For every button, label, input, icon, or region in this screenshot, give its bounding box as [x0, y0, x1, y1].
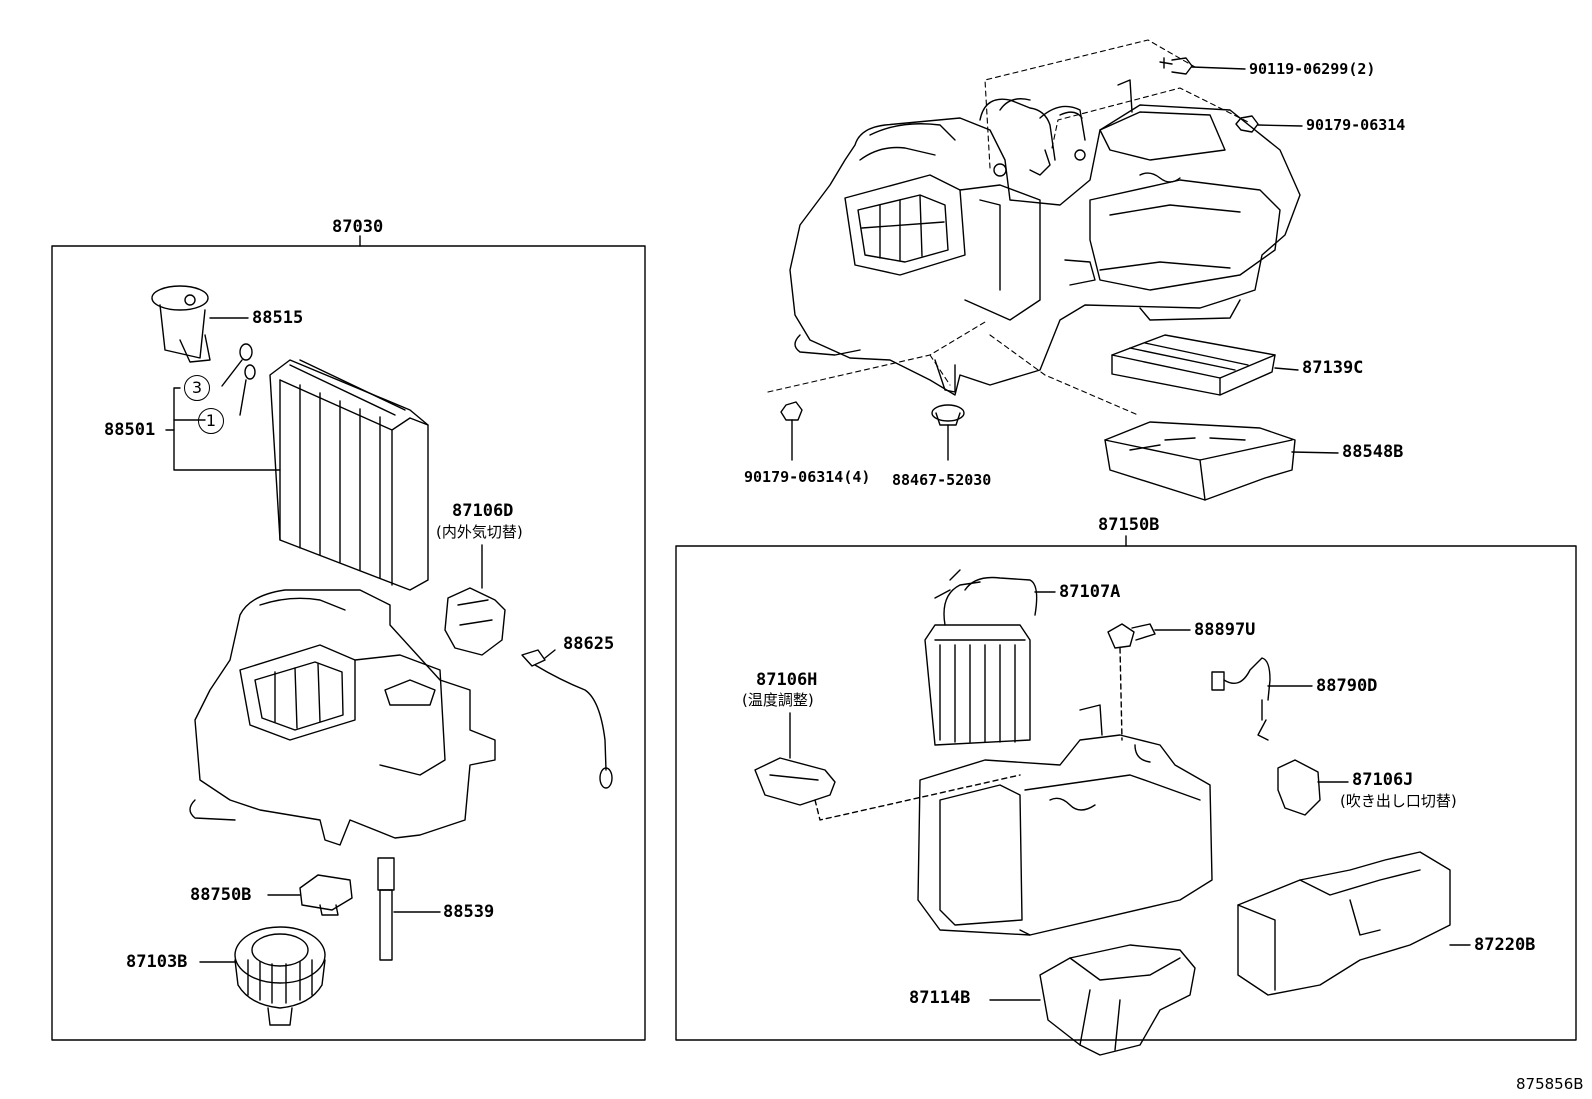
- group-frame-87150b: [675, 535, 1577, 1041]
- evaporator-drawing: [269, 359, 429, 591]
- oring-bracket-drawing: [165, 343, 281, 471]
- actuator-87106j-drawing: [1277, 759, 1349, 816]
- part-label-90119-06299: 90119-06299(2): [1249, 60, 1376, 78]
- diagram-reference-number: 875856B: [1516, 1075, 1584, 1093]
- part-label-87107a: 87107A: [1059, 582, 1121, 602]
- filter-case-88548b-drawing: [1104, 421, 1339, 501]
- part-note-87106h: (温度調整): [742, 691, 814, 709]
- part-label-87114b: 87114B: [909, 988, 971, 1008]
- actuator-87106h-drawing: [754, 712, 1021, 821]
- part-88539-drawing: [377, 857, 441, 961]
- actuator-87106d-drawing: [444, 544, 506, 656]
- group-label-87030: 87030: [332, 217, 384, 237]
- callout-circle-1: 1: [198, 408, 224, 434]
- wire-88790d-drawing: [1211, 657, 1313, 741]
- resistor-88750b-drawing: [267, 874, 353, 916]
- part-label-87106j: 87106J: [1352, 770, 1414, 790]
- part-label-88548b: 88548B: [1342, 442, 1404, 462]
- filter-87139c-drawing: [1111, 334, 1299, 396]
- part-label-88790d: 88790D: [1316, 676, 1378, 696]
- part-note-87106d: (内外気切替): [436, 523, 523, 541]
- top-fasteners: [780, 57, 1303, 461]
- part-label-87106h: 87106H: [756, 670, 818, 690]
- part-label-90179-06314-4: 90179-06314(4): [744, 468, 871, 486]
- dashed-leaders-top: [767, 39, 1249, 416]
- part-88515-drawing: [151, 285, 249, 363]
- part-label-87139c: 87139C: [1302, 358, 1364, 378]
- part-label-87103b: 87103B: [126, 952, 188, 972]
- heater-core-87107a-drawing: [924, 569, 1056, 746]
- heater-unit-drawing: [917, 704, 1213, 936]
- part-label-87220b: 87220B: [1474, 935, 1536, 955]
- part-label-88539: 88539: [443, 902, 495, 922]
- left-unit-drawing: [189, 589, 496, 846]
- duct-87220b-drawing: [1237, 851, 1471, 996]
- blower-87103b-drawing: [199, 926, 326, 1026]
- part-label-90179-06314: 90179-06314: [1306, 116, 1406, 134]
- group-frame-87030: [51, 235, 646, 1041]
- part-label-88625: 88625: [563, 634, 615, 654]
- callout-circle-3: 3: [184, 375, 210, 401]
- hvac-unit-assembly-drawing: [789, 79, 1301, 396]
- part-note-87106j: (吹き出し口切替): [1340, 792, 1457, 810]
- part-label-88897u: 88897U: [1194, 620, 1256, 640]
- part-88897u-drawing: [1107, 623, 1191, 741]
- part-label-88467-52030: 88467-52030: [892, 471, 992, 489]
- group-label-87150b: 87150B: [1098, 515, 1160, 535]
- part-label-88750b: 88750B: [190, 885, 252, 905]
- part-label-88515: 88515: [252, 308, 304, 328]
- duct-87114b-drawing: [989, 944, 1196, 1056]
- sensor-88625-drawing: [521, 649, 613, 789]
- part-label-88501: 88501: [104, 420, 156, 440]
- part-label-87106d: 87106D: [452, 501, 514, 521]
